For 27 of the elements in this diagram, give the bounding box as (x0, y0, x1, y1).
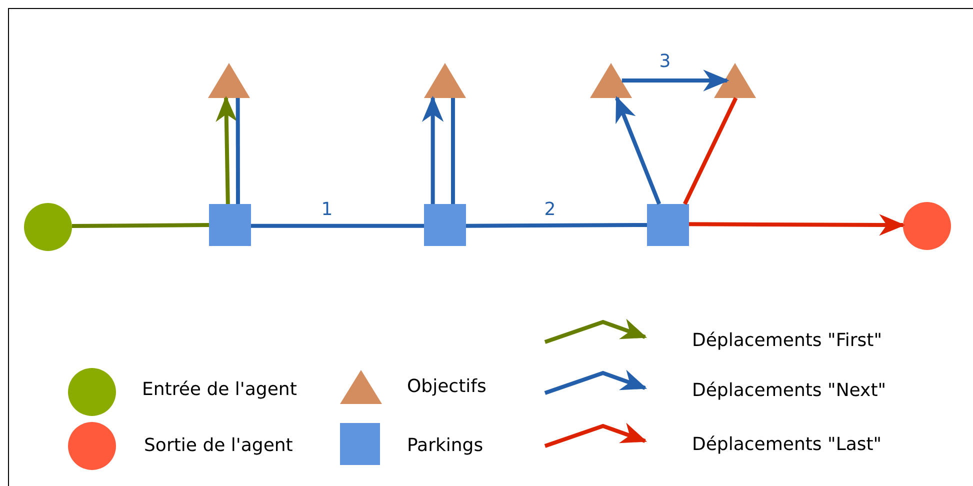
legend-label: Déplacements "First" (692, 330, 882, 352)
arrow (216, 96, 238, 204)
arrow (615, 96, 662, 205)
arrow (422, 96, 444, 204)
connector-line (466, 223, 648, 228)
objective-triangle (208, 63, 250, 98)
arrow (622, 70, 730, 92)
connector-line (683, 97, 738, 205)
objective-triangle (590, 63, 632, 98)
objective-triangle (424, 63, 466, 98)
connector-line (251, 224, 424, 228)
connector-line (450, 98, 455, 204)
parking-square (209, 204, 251, 246)
entry-circle (24, 203, 72, 251)
legend-label: Parkings (407, 435, 484, 457)
legend-label: Objectifs (407, 376, 486, 398)
objective-triangle (714, 63, 756, 98)
legend-label: Déplacements "Last" (692, 434, 882, 456)
legend-label: Sortie de l'agent (144, 435, 293, 457)
connector-line (72, 223, 210, 228)
legend-label: Entrée de l'agent (142, 379, 297, 401)
connector-line (236, 98, 240, 204)
legend-label: Déplacements "Next" (692, 380, 886, 402)
exit-circle (903, 202, 951, 250)
parking-square (424, 204, 466, 246)
parking-square (647, 204, 689, 246)
arrow (689, 214, 906, 236)
